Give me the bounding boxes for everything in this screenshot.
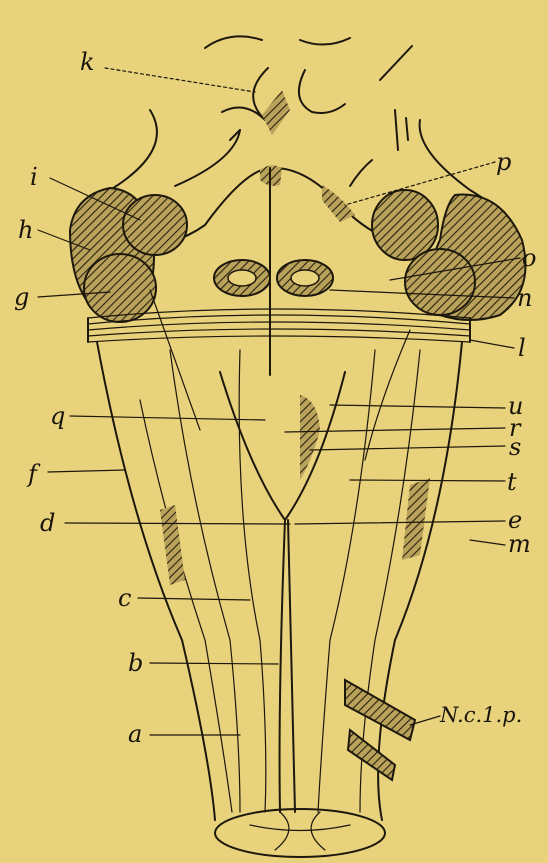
label-n: n: [517, 284, 532, 312]
label-f: f: [26, 460, 41, 488]
label-ncp: N.c.1.p.: [439, 703, 522, 727]
label-m: m: [508, 530, 531, 558]
label-o: o: [522, 244, 536, 272]
label-k: k: [80, 48, 95, 76]
label-l: l: [518, 334, 526, 362]
label-t: t: [507, 468, 517, 496]
label-c: c: [118, 584, 131, 612]
crescent-group-k: [205, 36, 412, 150]
label-i: i: [30, 163, 38, 191]
transverse-band: [88, 309, 470, 342]
label-s: s: [509, 433, 521, 461]
label-b: b: [128, 649, 143, 677]
label-a: a: [128, 720, 142, 748]
figure-labels: k p i h g o n l q u r s f t d e m c b a …: [14, 48, 536, 748]
label-p: p: [496, 148, 511, 176]
label-g: g: [14, 283, 29, 311]
label-d: d: [40, 509, 55, 537]
label-q: q: [50, 402, 65, 430]
label-h: h: [18, 216, 33, 244]
